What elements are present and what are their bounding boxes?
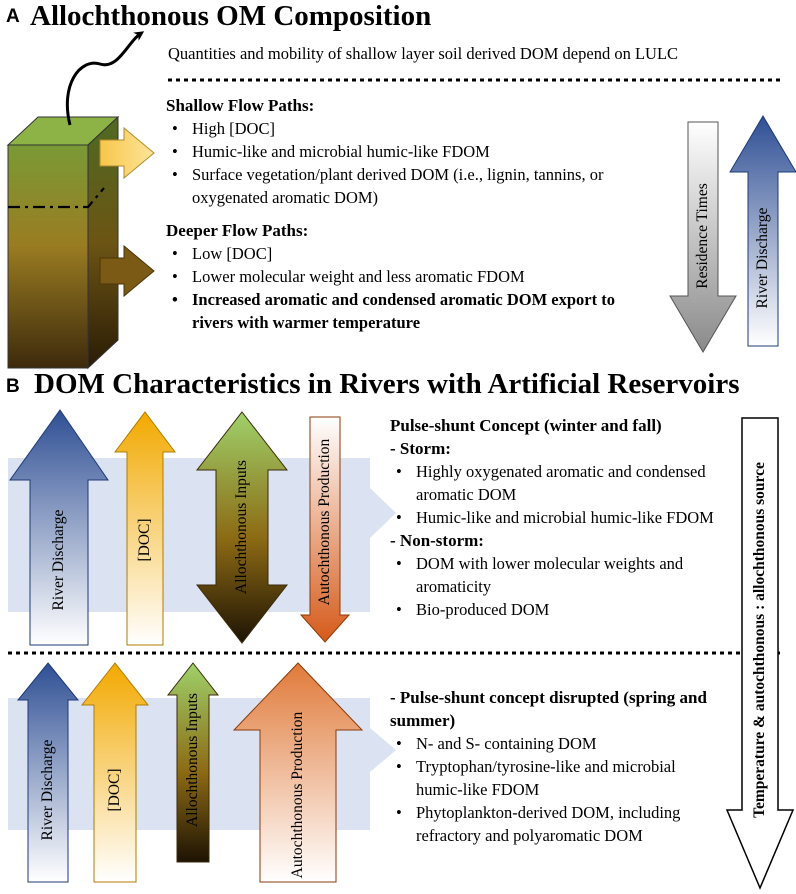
temperature-source-arrow — [725, 417, 795, 890]
flow-paths-text: Shallow Flow Paths: High [DOC] Humic-lik… — [166, 94, 660, 344]
curved-output-arrow — [65, 31, 145, 126]
list-item: Humic-like and microbial humic-like FDOM — [390, 506, 720, 529]
pulse-shunt-text: Pulse-shunt Concept (winter and fall) - … — [390, 414, 720, 621]
bottom-autochthonous-arrow — [232, 662, 364, 883]
flow-band-top — [8, 458, 396, 612]
bottom-river-discharge-arrow — [16, 662, 80, 883]
bottom-allochthonous-arrow — [166, 662, 220, 863]
residence-times-label: Residence Times — [694, 183, 711, 289]
list-item: High [DOC] — [166, 117, 660, 140]
list-item: Phytoplankton-derived DOM, including ref… — [390, 801, 720, 847]
list-item: Tryptophan/tyrosine-like and microbial h… — [390, 755, 720, 801]
deeper-flow-list: Low [DOC] Lower molecular weight and les… — [166, 242, 660, 334]
top-doc-arrow — [114, 411, 176, 646]
top-river-discharge-label: River Discharge — [50, 509, 67, 611]
top-autochthonous-arrow — [299, 416, 351, 643]
bottom-allochthonous-label: Allochthonous Inputs — [184, 693, 201, 827]
temperature-source-label: Temperature & autochthonous : allochthon… — [751, 462, 768, 818]
soil-block-front — [7, 144, 89, 369]
river-discharge-label-a: River Discharge — [754, 207, 771, 309]
top-autochthonous-label: Autochthonous Production — [316, 438, 333, 606]
panel-a-letter: A — [6, 6, 20, 27]
shallow-flow-arrow — [99, 126, 155, 180]
shallow-flow-group: Shallow Flow Paths: High [DOC] Humic-lik… — [166, 94, 660, 209]
pulse-shunt-heading: Pulse-shunt Concept (winter and fall) — [390, 416, 662, 435]
deeper-flow-heading: Deeper Flow Paths: — [166, 221, 309, 240]
pulse-shunt-disrupted-text: - Pulse-shunt concept disrupted (spring … — [390, 686, 720, 847]
list-item: Increased aromatic and condensed aromati… — [166, 288, 660, 334]
list-item: Bio-produced DOM — [390, 598, 720, 621]
list-item: Highly oxygenated aromatic and condensed… — [390, 460, 720, 506]
list-item: Surface vegetation/plant derived DOM (i.… — [166, 163, 660, 209]
nonstorm-list: DOM with lower molecular weights and aro… — [390, 552, 720, 621]
shallow-flow-heading: Shallow Flow Paths: — [166, 96, 315, 115]
deeper-flow-group: Deeper Flow Paths: Low [DOC] Lower molec… — [166, 219, 660, 334]
storm-heading: - Storm: — [390, 439, 451, 458]
top-allochthonous-arrow — [195, 411, 289, 644]
list-item: DOM with lower molecular weights and aro… — [390, 552, 720, 598]
panel-b-letter: B — [6, 376, 20, 397]
bottom-doc-label: [DOC] — [106, 768, 123, 812]
panel-b-title: DOM Characteristics in Rivers with Artif… — [34, 368, 740, 400]
top-doc-label: [DOC] — [136, 518, 153, 562]
list-item: Humic-like and microbial humic-like FDOM — [166, 140, 660, 163]
top-allochthonous-label: Allochthonous Inputs — [233, 460, 250, 594]
river-discharge-arrow-a — [729, 115, 796, 347]
storm-list: Highly oxygenated aromatic and condensed… — [390, 460, 720, 529]
list-item: N- and S- containing DOM — [390, 732, 720, 755]
bottom-river-discharge-label: River Discharge — [39, 739, 56, 841]
shallow-flow-list: High [DOC] Humic-like and microbial humi… — [166, 117, 660, 209]
list-item: Lower molecular weight and less aromatic… — [166, 265, 660, 288]
panel-a-intro: Quantities and mobility of shallow layer… — [168, 44, 679, 63]
disrupted-list: N- and S- containing DOM Tryptophan/tyro… — [390, 732, 720, 847]
panel-a-title: Allochthonous OM Composition — [30, 0, 432, 32]
top-river-discharge-arrow — [9, 409, 109, 646]
list-item: Low [DOC] — [166, 242, 660, 265]
deeper-flow-arrow — [99, 244, 155, 298]
nonstorm-heading: - Non-storm: — [390, 531, 484, 550]
pulse-shunt-disrupted-heading: - Pulse-shunt concept disrupted (spring … — [390, 688, 707, 730]
bottom-autochthonous-label: Autochthonous Production — [289, 711, 306, 879]
water-table-line — [8, 187, 105, 209]
residence-times-arrow — [669, 121, 737, 353]
bottom-doc-arrow — [80, 662, 150, 883]
